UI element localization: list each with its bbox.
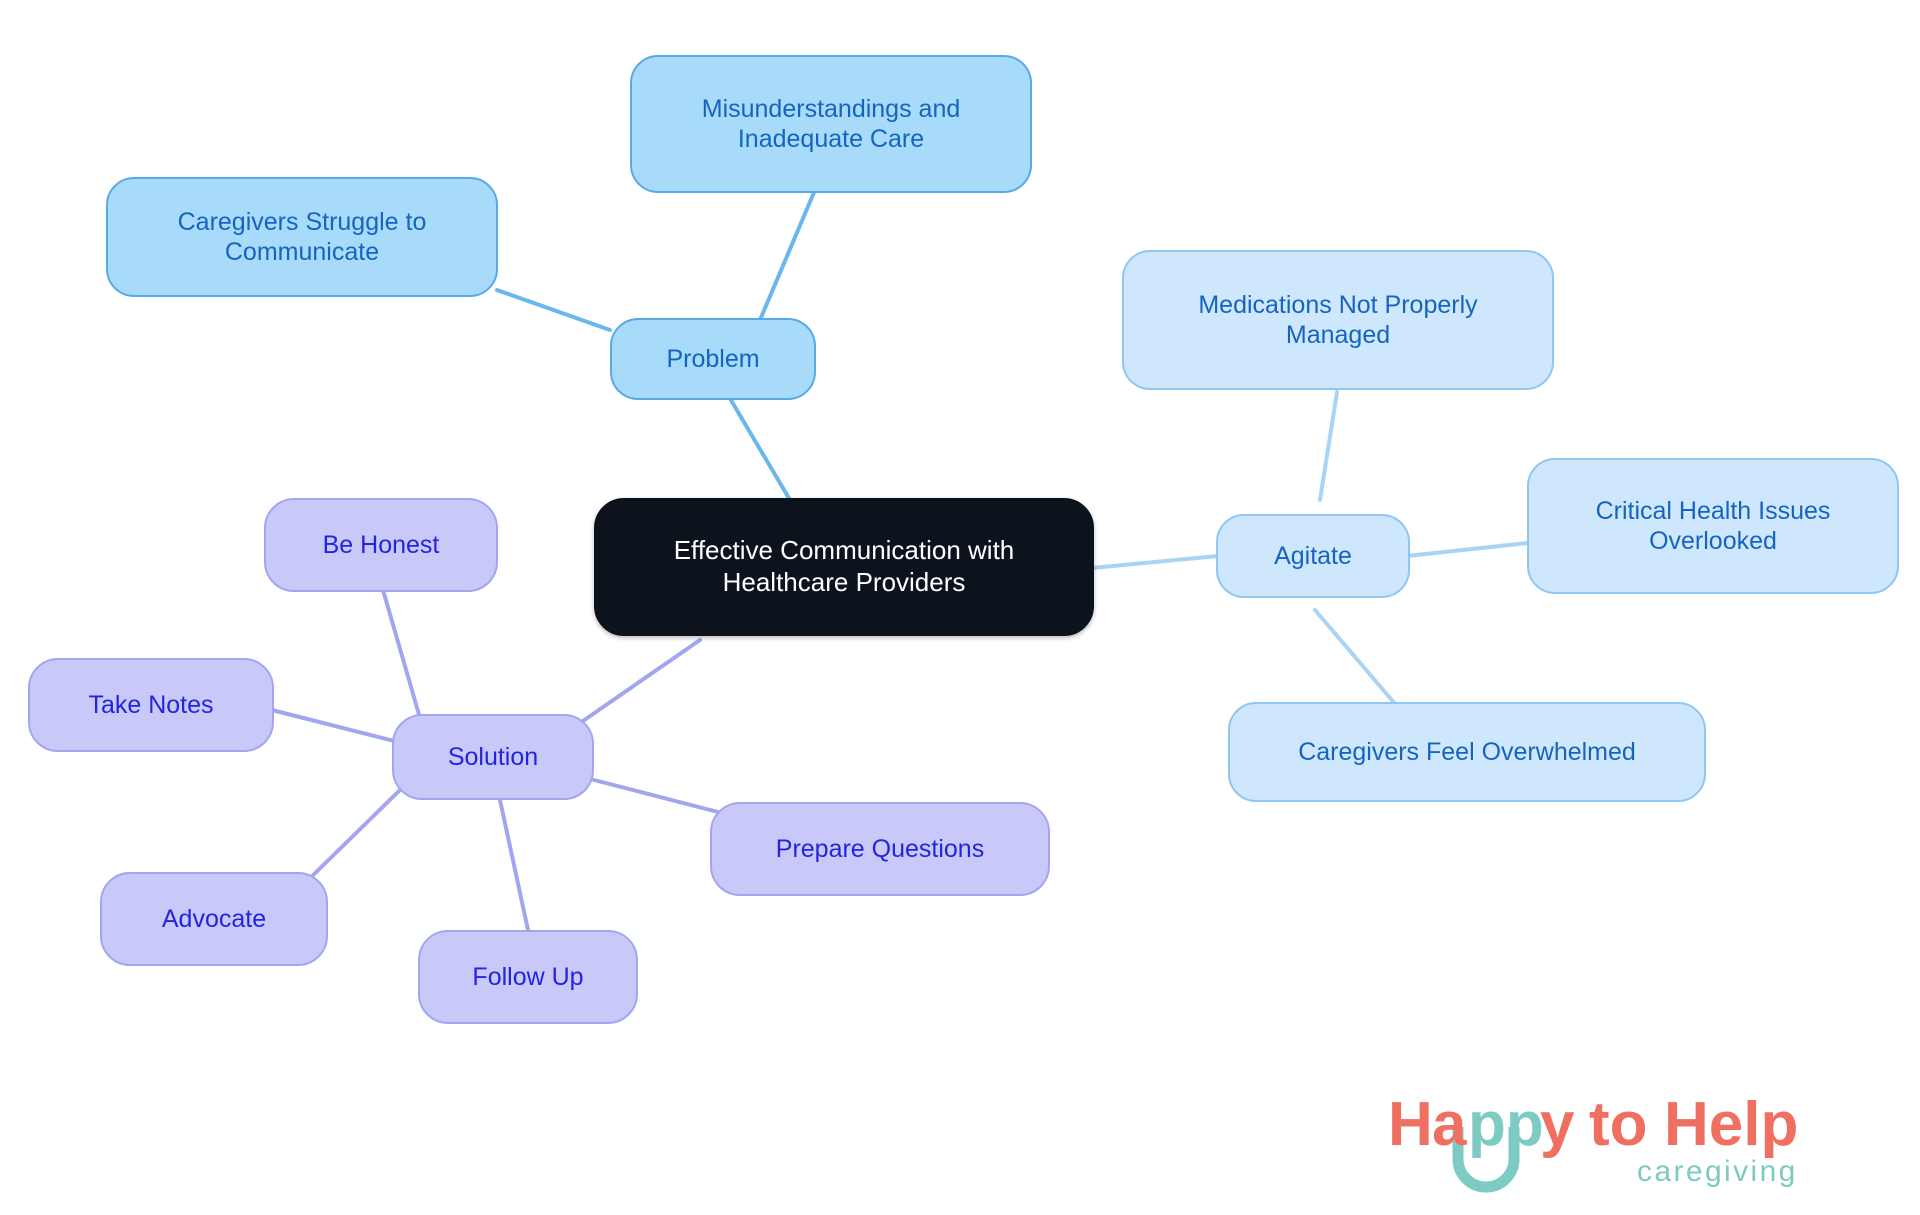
node-caregivers-struggle-label: Caregivers Struggle to Communicate xyxy=(177,207,427,267)
edge-problem-misunderstandings xyxy=(758,188,817,322)
node-root[interactable]: Effective Communication with Healthcare … xyxy=(594,498,1094,636)
happy-to-help-logo: H a pp y to Help caregiving xyxy=(1388,1090,1798,1193)
node-root-label: Effective Communication with Healthcare … xyxy=(673,535,1015,597)
node-take-notes[interactable]: Take Notes xyxy=(28,658,274,752)
edge-root-solution xyxy=(578,638,702,725)
node-advocate[interactable]: Advocate xyxy=(100,872,328,966)
node-medications-label: Medications Not Properly Managed xyxy=(1198,290,1478,350)
edge-solution-advocate xyxy=(301,788,402,887)
edge-solution-be-honest xyxy=(381,588,422,720)
node-prepare-questions-label: Prepare Questions xyxy=(775,834,985,863)
node-medications[interactable]: Medications Not Properly Managed xyxy=(1122,250,1554,390)
edge-agitate-critical-health xyxy=(1405,541,1530,558)
logo-p-stem-right xyxy=(1508,1127,1520,1161)
node-caregivers-struggle[interactable]: Caregivers Struggle to Communicate xyxy=(106,177,498,297)
node-be-honest-label: Be Honest xyxy=(322,530,440,559)
node-problem-label: Problem xyxy=(666,344,760,373)
node-be-honest[interactable]: Be Honest xyxy=(264,498,498,592)
node-misunderstandings[interactable]: Misunderstandings and Inadequate Care xyxy=(630,55,1032,193)
edge-agitate-overwhelmed xyxy=(1313,608,1404,714)
edge-solution-take-notes xyxy=(270,708,400,744)
node-critical-health[interactable]: Critical Health Issues Overlooked xyxy=(1527,458,1899,594)
node-critical-health-label: Critical Health Issues Overlooked xyxy=(1595,496,1831,556)
node-agitate[interactable]: Agitate xyxy=(1216,514,1410,598)
edge-solution-prepare-questions xyxy=(592,778,720,814)
node-misunderstandings-label: Misunderstandings and Inadequate Care xyxy=(701,94,961,154)
edge-root-agitate xyxy=(1090,554,1220,570)
node-overwhelmed[interactable]: Caregivers Feel Overwhelmed xyxy=(1228,702,1706,802)
logo-tagline: caregiving xyxy=(1637,1155,1798,1188)
logo-word-happy-pp: pp xyxy=(1468,1090,1544,1159)
node-solution-label: Solution xyxy=(447,742,539,771)
node-follow-up[interactable]: Follow Up xyxy=(418,930,638,1024)
logo-word-to: to xyxy=(1589,1090,1648,1159)
edge-agitate-medications xyxy=(1318,390,1339,502)
logo-smile-icon xyxy=(1452,1153,1520,1193)
node-problem[interactable]: Problem xyxy=(610,318,816,400)
node-overwhelmed-label: Caregivers Feel Overwhelmed xyxy=(1298,737,1636,766)
logo-word-happy-a: a xyxy=(1432,1090,1467,1159)
node-solution[interactable]: Solution xyxy=(392,714,594,800)
node-advocate-label: Advocate xyxy=(161,904,267,933)
node-agitate-label: Agitate xyxy=(1274,541,1352,570)
edge-root-problem xyxy=(723,388,792,502)
logo-p-stem-left xyxy=(1452,1127,1464,1161)
logo-word-happy-h: H xyxy=(1388,1090,1433,1159)
logo-word-help: Help xyxy=(1664,1090,1798,1159)
node-prepare-questions[interactable]: Prepare Questions xyxy=(710,802,1050,896)
edge-solution-follow-up xyxy=(498,798,530,932)
edge-problem-caregivers-struggle xyxy=(495,288,612,332)
node-follow-up-label: Follow Up xyxy=(472,962,584,991)
node-take-notes-label: Take Notes xyxy=(88,690,214,719)
logo-word-happy-y: y xyxy=(1540,1090,1575,1159)
